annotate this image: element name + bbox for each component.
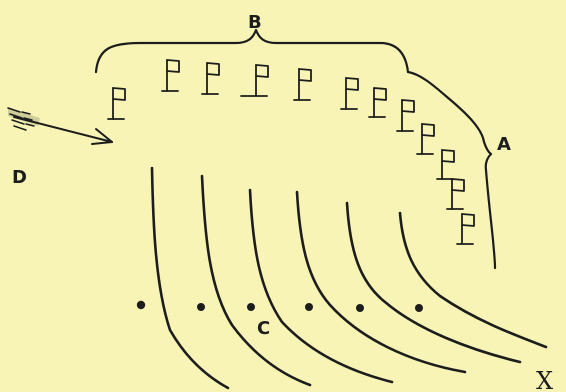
- arrow-head: [91, 128, 113, 145]
- dot: [197, 303, 205, 311]
- dot: [356, 304, 364, 312]
- dot: [415, 304, 423, 312]
- label-b: B: [248, 12, 262, 33]
- dot: [136, 300, 146, 310]
- flag: [436, 149, 455, 180]
- flag: [201, 62, 220, 95]
- arc: [150, 166, 230, 390]
- arc: [345, 201, 522, 364]
- flag: [240, 64, 269, 97]
- label-c: C: [257, 318, 270, 339]
- arc: [398, 211, 548, 349]
- label-x: X: [536, 367, 553, 392]
- dot: [305, 303, 313, 311]
- arc: [248, 188, 394, 384]
- brace-b: [94, 28, 410, 74]
- flag: [368, 87, 387, 118]
- flags-group: [107, 59, 475, 245]
- arcs-group: [150, 166, 548, 390]
- flag: [396, 99, 415, 132]
- arrow-fletching: [7, 107, 35, 131]
- label-d: D: [12, 167, 27, 188]
- flag: [293, 68, 312, 101]
- dot: [247, 303, 255, 311]
- label-a: A: [497, 134, 511, 155]
- flag: [107, 87, 126, 120]
- arc: [200, 174, 312, 387]
- dots-group: [136, 300, 423, 312]
- flag: [456, 213, 475, 245]
- flag: [340, 77, 359, 110]
- brace-a: [406, 70, 497, 270]
- flag: [446, 178, 465, 210]
- arrow-shaft: [13, 116, 113, 143]
- arc: [295, 190, 467, 374]
- flag: [416, 123, 435, 155]
- arrow: [7, 107, 113, 145]
- flag: [161, 59, 180, 92]
